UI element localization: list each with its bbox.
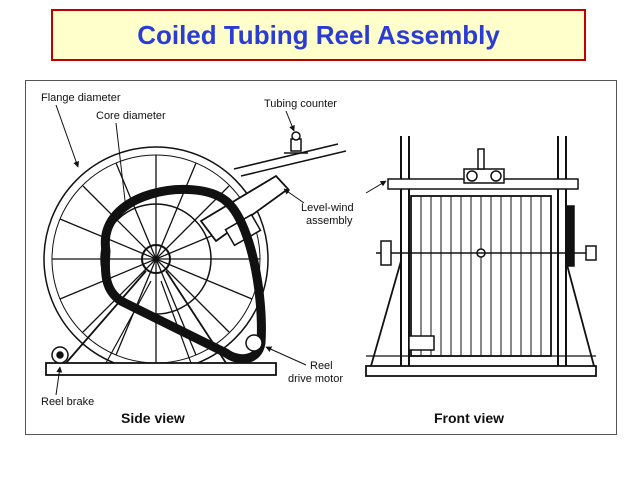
side-view-drawing (43, 131, 347, 376)
label-reel-brake: Reel brake (41, 396, 94, 408)
label-level-wind-1: Level-wind (301, 202, 354, 214)
label-level-wind-2: assembly (306, 215, 353, 227)
drive-motor-sprocket (245, 334, 263, 352)
side-base-skid (45, 362, 277, 376)
slide-title: Coiled Tubing Reel Assembly (137, 19, 500, 50)
title-banner: Coiled Tubing Reel Assembly (51, 9, 586, 61)
label-tubing-counter: Tubing counter (264, 98, 337, 110)
label-core-diameter: Core diameter (96, 110, 166, 122)
reel-diagram-figure: Flange diameter Core diameter Tubing cou… (25, 80, 617, 435)
caption-side-view: Side view (121, 410, 185, 426)
front-base-skid (365, 365, 597, 377)
label-flange-diameter: Flange diameter (41, 92, 121, 104)
tubing-counter (284, 131, 308, 154)
caption-front-view: Front view (434, 410, 504, 426)
front-view-drawing (365, 136, 597, 377)
label-reel-drive-2: drive motor (288, 373, 343, 385)
reel-diagram: Flange diameter Core diameter Tubing cou… (41, 92, 597, 426)
label-reel-drive-1: Reel (310, 360, 333, 372)
front-sprocket (565, 205, 575, 267)
drive-chain (100, 185, 266, 364)
